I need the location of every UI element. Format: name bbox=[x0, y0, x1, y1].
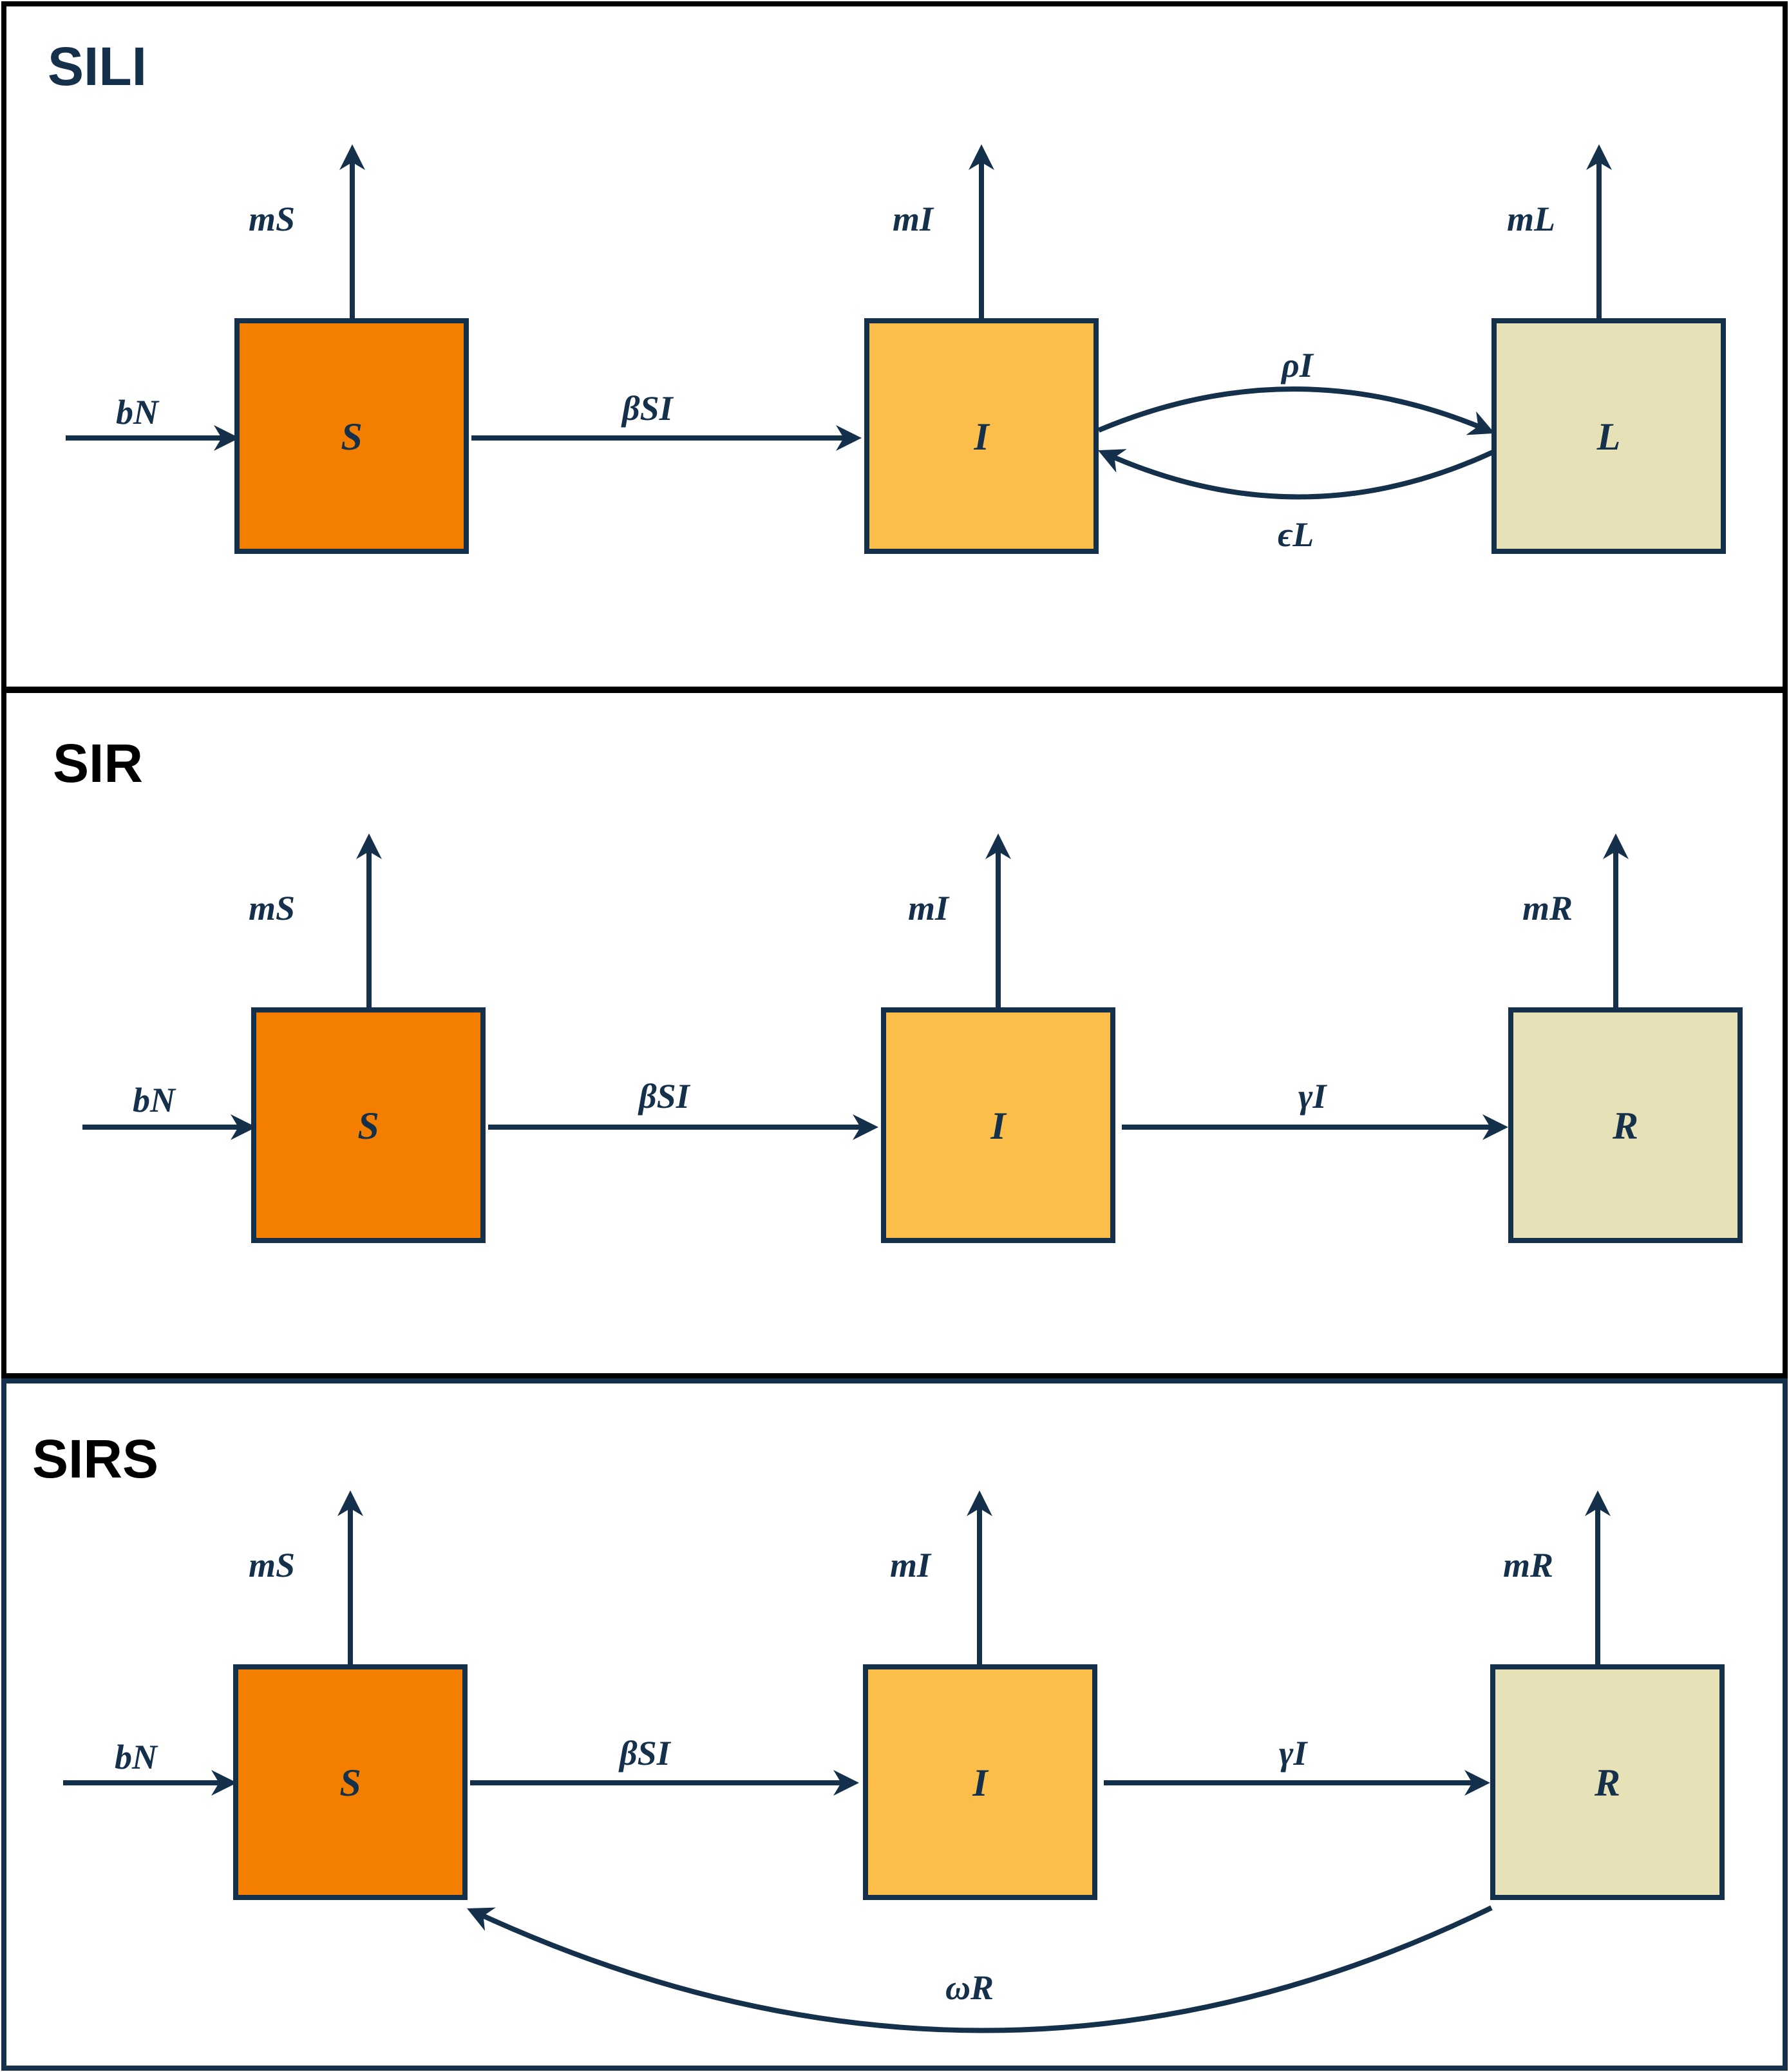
sirs-birth-label: bN bbox=[115, 1738, 158, 1776]
sirs-waning-arrow bbox=[467, 1905, 1493, 2033]
sir-mortality-s-label: mS bbox=[249, 889, 295, 927]
sili-forward-arrow bbox=[1097, 386, 1495, 435]
sir-mortality-r-label: mR bbox=[1522, 889, 1573, 927]
sili-backward-arrow bbox=[1098, 449, 1494, 500]
sili-box-s-label: S bbox=[341, 415, 362, 458]
sir-box-r-label: R bbox=[1612, 1105, 1638, 1147]
sili-box-s bbox=[234, 318, 469, 554]
sirs-waning-label: ωR bbox=[945, 1968, 994, 2007]
sirs-mortality-s-label: mS bbox=[249, 1546, 295, 1584]
sirs-box-s bbox=[233, 1664, 468, 1900]
sirs-recovery-label: γI bbox=[1279, 1734, 1308, 1773]
sir-box-r bbox=[1508, 1007, 1743, 1243]
sili-birth-label: bN bbox=[116, 393, 160, 432]
sirs-box-i bbox=[863, 1664, 1097, 1900]
sir-mortality-i-label: mI bbox=[908, 889, 950, 927]
sili-mortality-l-label: mL bbox=[1507, 200, 1555, 238]
sir-box-i-label: I bbox=[990, 1105, 1007, 1147]
panel-sirs: SIRS mS mI mR bN βSI γI ωR S I R bbox=[1, 1378, 1788, 2071]
sir-infection-label: βSI bbox=[638, 1077, 691, 1116]
sirs-box-s-label: S bbox=[339, 1762, 361, 1804]
sili-mortality-s-label: mS bbox=[249, 200, 295, 238]
sirs-mortality-r-label: mR bbox=[1503, 1546, 1553, 1584]
sir-box-s bbox=[251, 1007, 486, 1243]
sili-forward-label: ρI bbox=[1280, 346, 1314, 385]
sir-box-s-label: S bbox=[357, 1105, 379, 1147]
sili-box-i-label: I bbox=[973, 415, 990, 458]
sirs-infection-label: βSI bbox=[618, 1734, 672, 1773]
sirs-box-r bbox=[1490, 1664, 1725, 1900]
panel-sili-title: SILI bbox=[48, 36, 147, 97]
sir-birth-label: bN bbox=[133, 1081, 176, 1119]
panel-sirs-title: SIRS bbox=[32, 1429, 158, 1489]
sili-box-i bbox=[864, 318, 1099, 554]
sir-box-i bbox=[881, 1007, 1115, 1243]
sili-box-l-label: L bbox=[1596, 415, 1621, 458]
sir-recovery-label: γI bbox=[1298, 1077, 1327, 1116]
sili-infection-label: βSI bbox=[621, 389, 674, 428]
sili-box-l bbox=[1491, 318, 1726, 554]
sirs-box-r-label: R bbox=[1594, 1762, 1620, 1804]
sili-backward-label: ϵL bbox=[1278, 515, 1314, 554]
panel-sili: SILI mS mI mL bN βSI ρI ϵL S I L bbox=[1, 1, 1788, 692]
panel-sir: SIR mS mI mR bN βSI γI S I R bbox=[1, 688, 1788, 1378]
sili-mortality-i-label: mI bbox=[893, 200, 934, 238]
sirs-box-i-label: I bbox=[972, 1762, 989, 1804]
panel-sir-title: SIR bbox=[53, 733, 143, 794]
sirs-mortality-i-label: mI bbox=[890, 1546, 932, 1584]
